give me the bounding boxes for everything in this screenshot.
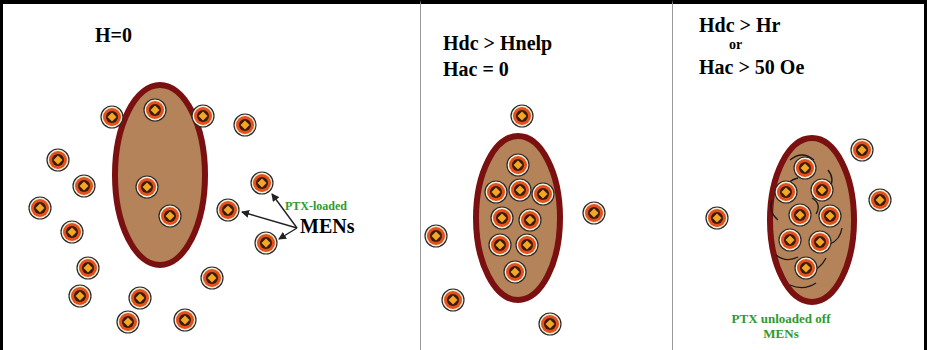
field-condition: Hdc > Hnelp <box>443 32 552 55</box>
men-particle <box>129 287 151 309</box>
men-particle <box>516 234 538 256</box>
men-particle <box>789 204 811 226</box>
men-particle <box>507 154 529 176</box>
cell <box>476 136 560 300</box>
men-particle <box>174 309 196 331</box>
swirl <box>771 200 778 220</box>
field-panel: Hdc > HnelpHac = 0 <box>420 0 672 350</box>
leader-arrow <box>279 228 297 239</box>
men-particle <box>706 207 728 229</box>
cell <box>115 85 205 265</box>
men-particle <box>795 257 817 279</box>
men-particle <box>201 267 223 289</box>
men-particle <box>136 176 158 198</box>
field-condition: H=0 <box>95 24 132 47</box>
men-particle <box>192 105 214 127</box>
men-particle <box>532 183 554 205</box>
men-particle <box>539 313 561 335</box>
field-condition: Hac > 50 Oe <box>699 56 804 79</box>
men-particle <box>251 172 273 194</box>
field-condition: Hac = 0 <box>443 58 509 81</box>
leader-arrow <box>242 212 297 228</box>
field-panel: Hdc > HrorHac > 50 Oe PTX unloaded off ME… <box>672 0 927 350</box>
men-particle <box>819 205 841 227</box>
men-particle <box>442 289 464 311</box>
men-particle <box>489 234 511 256</box>
men-particle <box>809 231 831 253</box>
men-particle <box>255 232 277 254</box>
men-particle <box>144 99 166 121</box>
field-connector-word: or <box>729 37 742 53</box>
swirl <box>830 228 842 244</box>
men-particle <box>69 285 91 307</box>
men-particles <box>29 99 277 333</box>
men-particle <box>509 179 531 201</box>
cell <box>770 138 854 302</box>
men-particle <box>159 205 181 227</box>
men-particle <box>234 114 256 136</box>
men-particle <box>425 225 447 247</box>
men-particle <box>869 189 891 211</box>
men-particle <box>491 207 513 229</box>
field-condition: Hdc > Hr <box>699 14 780 37</box>
particle-note: PTX-loaded <box>285 200 347 214</box>
men-particle <box>794 157 816 179</box>
men-particle <box>29 197 51 219</box>
release-note: PTX unloaded off MENs <box>721 312 841 342</box>
swirl <box>776 255 798 260</box>
men-particle <box>775 181 797 203</box>
men-particle <box>583 202 605 224</box>
field-panel: H=0PTX-loadedMENs <box>0 0 420 350</box>
men-particle <box>811 179 833 201</box>
men-particle <box>511 105 533 127</box>
men-particle <box>485 181 507 203</box>
men-particles <box>425 105 605 335</box>
men-particles <box>706 139 891 279</box>
men-particle <box>61 221 83 243</box>
men-particle <box>73 175 95 197</box>
men-particle <box>77 257 99 279</box>
particle-label: MENs <box>300 215 354 238</box>
men-particle <box>851 139 873 161</box>
release-swirls <box>771 155 842 288</box>
men-particle <box>217 199 239 221</box>
men-particle <box>101 106 123 128</box>
men-particle <box>117 311 139 333</box>
men-particle <box>779 229 801 251</box>
men-particle <box>47 149 69 171</box>
men-particle <box>519 209 541 231</box>
men-particle <box>504 261 526 283</box>
swirl <box>790 283 816 288</box>
